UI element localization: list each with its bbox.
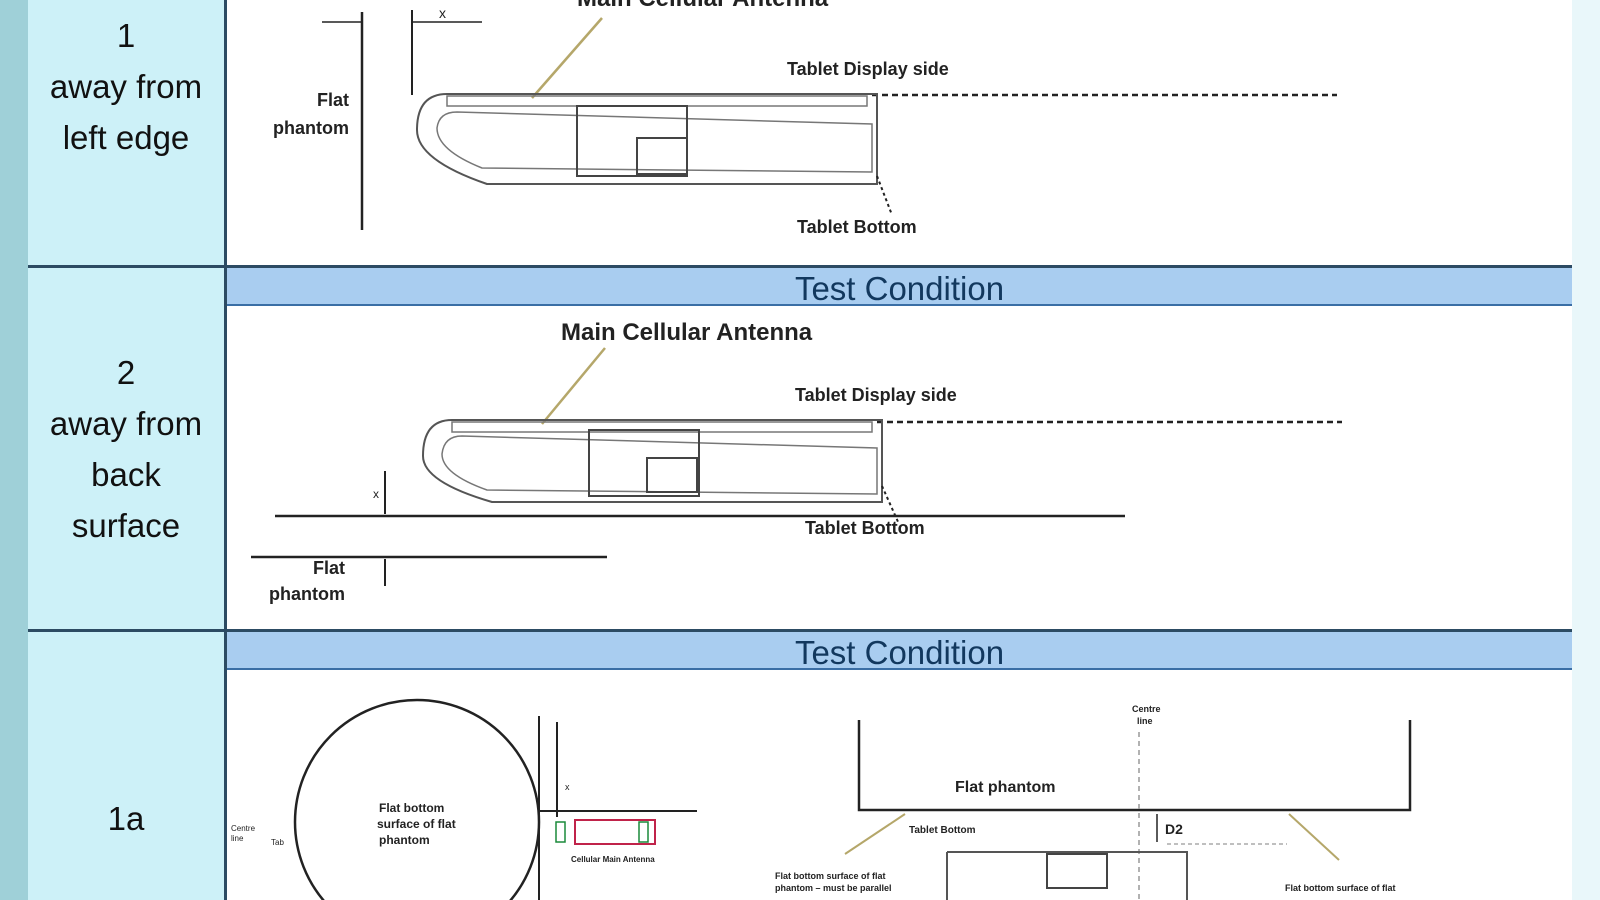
right-pointer-3 <box>1288 813 1340 861</box>
tablet-outline-2 <box>421 419 883 503</box>
note-left-3b: phantom – must be parallel <box>775 883 892 893</box>
diagram-1a: Flat bottom surface of flat phantom Cent… <box>231 698 1412 900</box>
condition-cell-2: 2 away from back surface <box>28 267 227 631</box>
antenna-marker-left-3 <box>555 821 566 843</box>
centre-line-left-3b: line <box>231 834 244 843</box>
tablet-bottom-label-3: Tablet Bottom <box>909 825 976 836</box>
dim-label-1: x <box>439 5 446 21</box>
row-divider-2 <box>28 629 1572 632</box>
dim-label-2: x <box>373 487 379 501</box>
note-left-3a: Flat bottom surface of flat <box>775 871 886 881</box>
centre-line-left-3a: Centre <box>231 824 256 833</box>
main-antenna-label-1: Main Cellular Antenna <box>577 0 829 12</box>
tablet-inner-2 <box>441 435 878 495</box>
test-condition-label-1: Test Condition <box>794 270 1005 307</box>
test-condition-header-2: Test Condition <box>227 632 1572 671</box>
phantom-circle-3 <box>293 698 541 900</box>
display-layer-1 <box>446 95 868 107</box>
condition-number-2: 2 <box>116 354 136 391</box>
dim-label-3: x <box>565 782 570 792</box>
condition-cell-3: 1a <box>28 631 227 900</box>
tablet-outline-3 <box>946 851 1188 900</box>
condition-text-2c: surface <box>71 507 181 544</box>
flat-phantom-label-3: Flat phantom <box>955 779 1055 796</box>
bottom-pointer-2 <box>881 485 900 525</box>
right-page-edge <box>1572 0 1600 900</box>
flat-phantom-text-1b: phantom <box>273 118 349 138</box>
antenna-pointer-2 <box>541 347 606 425</box>
condition-text-1a: away from <box>49 68 203 105</box>
cellular-antenna-small-3: Cellular Main Antenna <box>571 855 655 864</box>
tablet-bottom-label-2: Tablet Bottom <box>805 518 925 538</box>
left-page-edge <box>0 0 28 900</box>
circle-text-3c: phantom <box>379 833 430 847</box>
left-pointer-3 <box>844 813 906 855</box>
component-block-2 <box>588 429 700 497</box>
test-condition-header-1: Test Condition <box>227 268 1572 307</box>
note-right-3: Flat bottom surface of flat <box>1285 883 1396 893</box>
flat-phantom-text-2b: phantom <box>269 584 345 604</box>
display-side-label-2: Tablet Display side <box>795 385 957 405</box>
centre-line-right-3a: Centre <box>1132 704 1161 714</box>
tablet-inner-1 <box>436 111 873 173</box>
phantom-box-3 <box>857 720 1412 812</box>
condition-number-3: 1a <box>107 800 145 837</box>
condition-text-2b: back <box>91 456 161 493</box>
main-antenna-box-3 <box>574 819 656 845</box>
condition-text-2a: away from <box>49 405 203 442</box>
antenna-pointer-1 <box>531 17 603 99</box>
component-cylinder-1 <box>636 137 688 175</box>
circle-text-3b: surface of flat <box>377 817 456 831</box>
flat-phantom-text-1a: Flat <box>317 90 349 110</box>
test-condition-label-2: Test Condition <box>794 634 1005 671</box>
condition-text-1b: left edge <box>62 119 190 156</box>
display-layer-2 <box>451 421 873 433</box>
flat-phantom-text-2a: Flat <box>313 558 345 578</box>
condition-number-1: 1 <box>116 17 136 54</box>
display-side-label-1: Tablet Display side <box>787 59 949 79</box>
component-cylinder-2 <box>646 457 698 493</box>
centre-line-right-3b: line <box>1137 716 1153 726</box>
condition-cell-1: 1 away from left edge <box>28 0 227 267</box>
tablet-bottom-label-1: Tablet Bottom <box>797 217 917 237</box>
circle-text-3a: Flat bottom <box>379 801 444 815</box>
d2-label-3: D2 <box>1165 821 1183 837</box>
diagram-left-edge: Main Cellular Antenna x Flat phantom Tab… <box>273 0 1337 237</box>
antenna-marker-right-3 <box>638 821 649 843</box>
row-divider-1 <box>28 265 1572 268</box>
bottom-pointer-1 <box>876 175 893 216</box>
tab-label-3: Tab <box>271 838 284 847</box>
diagram-back-surface: Main Cellular Antenna Tablet Display sid… <box>251 319 1342 604</box>
test-condition-table: 1 away from left edge 2 away from back s… <box>28 0 1572 900</box>
component-block-3 <box>1046 853 1108 889</box>
main-antenna-label-2: Main Cellular Antenna <box>561 319 813 346</box>
tablet-outline-1 <box>415 93 878 185</box>
